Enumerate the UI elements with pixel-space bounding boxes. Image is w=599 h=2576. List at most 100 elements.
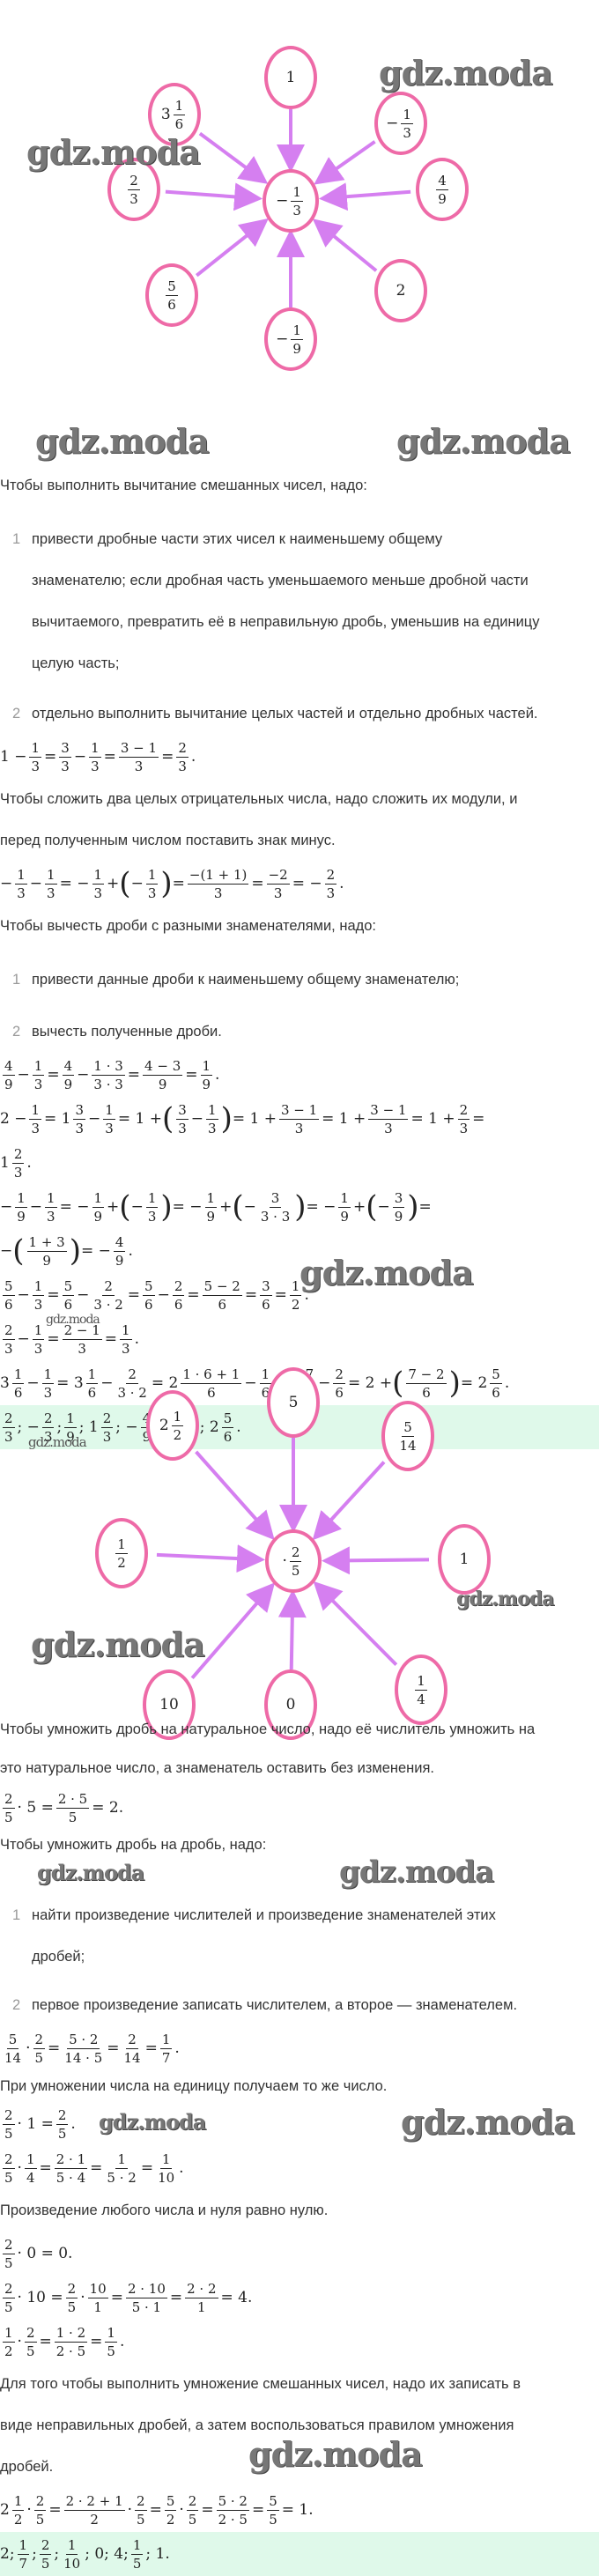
rule-text: Чтобы сложить два целых отрицательных чи… — [0, 791, 518, 807]
list-text: вычесть полученные дроби. — [32, 1024, 222, 1040]
rule-text: Для того чтобы выполнить умножение смеша… — [0, 2376, 521, 2392]
arrows — [165, 109, 411, 307]
node: 5 — [267, 1367, 320, 1438]
node: 0 — [264, 1669, 317, 1740]
watermark: gdz.moda — [26, 132, 201, 172]
arrow — [318, 182, 411, 211]
list-item: 2 вычесть полученные дроби. — [0, 1011, 599, 1053]
rule-text: Произведение любого числа и нуля равно н… — [0, 2202, 329, 2218]
arrow — [312, 218, 378, 272]
list-number: 1 — [12, 972, 21, 988]
list-text: вычитаемого, превратить её в неправильну… — [32, 614, 540, 630]
watermark: gdz.moda — [35, 421, 210, 461]
watermark: gdz.moda — [396, 421, 571, 461]
list-text: отдельно выполнить вычитание целых часте… — [32, 706, 538, 722]
watermark: gdz.moda — [401, 2102, 575, 2142]
list-number: 2 — [12, 1024, 21, 1040]
list-item: 2 отдельно выполнить вычитание целых час… — [0, 693, 599, 735]
watermark: gdz.moda — [46, 1313, 100, 1327]
list-number: 2 — [12, 706, 21, 722]
list-text: привести данные дроби к наименьшему обще… — [32, 972, 460, 988]
arrow — [321, 1546, 430, 1575]
watermark: gdz.moda — [37, 1860, 144, 1885]
arrow — [195, 1450, 275, 1541]
node: 2 — [374, 259, 427, 322]
rule-text: виде неправильных дробей, а затем воспол… — [0, 2417, 514, 2433]
fraction: −(1 + 1)3 — [187, 866, 249, 901]
rule-text: это натуральное число, а знаменатель ост… — [0, 1760, 435, 1776]
rule-text: При умножении числа на единицу получаем … — [0, 2078, 388, 2094]
watermark: gdz.moda — [300, 1253, 474, 1292]
arrow — [277, 1588, 307, 1670]
arrow — [313, 1580, 398, 1667]
rule-text: Чтобы умножить дробь на дробь, надо: — [0, 1837, 267, 1853]
arrow — [195, 218, 269, 278]
arrows — [156, 1438, 430, 1680]
